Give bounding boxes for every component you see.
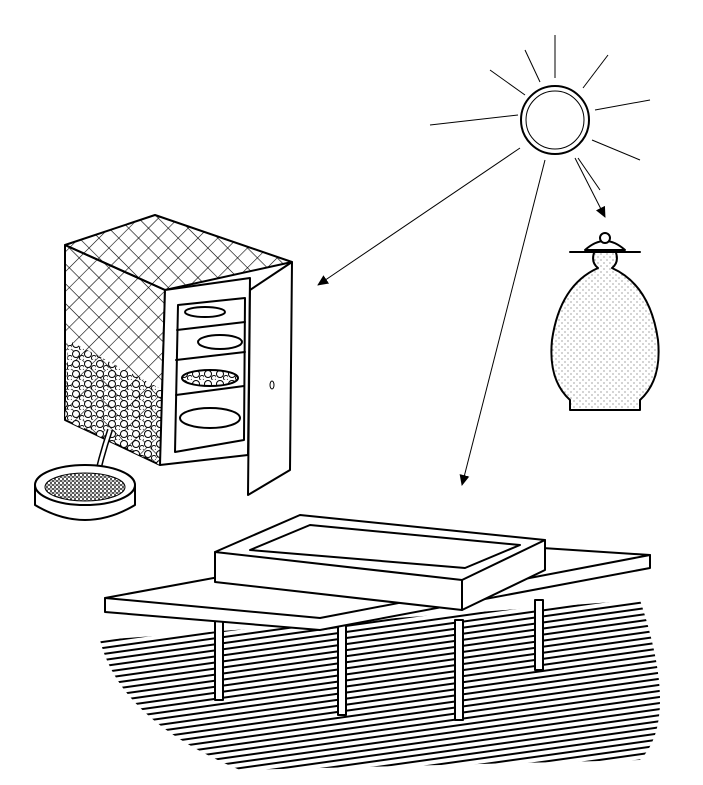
cabinet-door xyxy=(247,261,293,496)
water-jar xyxy=(550,232,660,411)
table-legs xyxy=(214,599,544,721)
sun xyxy=(429,35,651,191)
arrow-to-cabinet xyxy=(317,147,521,286)
shelves xyxy=(174,297,246,453)
arrow-to-table xyxy=(459,159,546,486)
evaporative-cooler-cabinet xyxy=(64,214,293,496)
table-shadow xyxy=(100,600,660,770)
sunlight-arrows xyxy=(317,147,606,486)
arrow-to-jar xyxy=(574,157,606,218)
sun-rays xyxy=(429,35,651,191)
soil-tray xyxy=(214,514,546,611)
drying-table xyxy=(104,514,651,721)
drip-bowl xyxy=(34,429,136,521)
